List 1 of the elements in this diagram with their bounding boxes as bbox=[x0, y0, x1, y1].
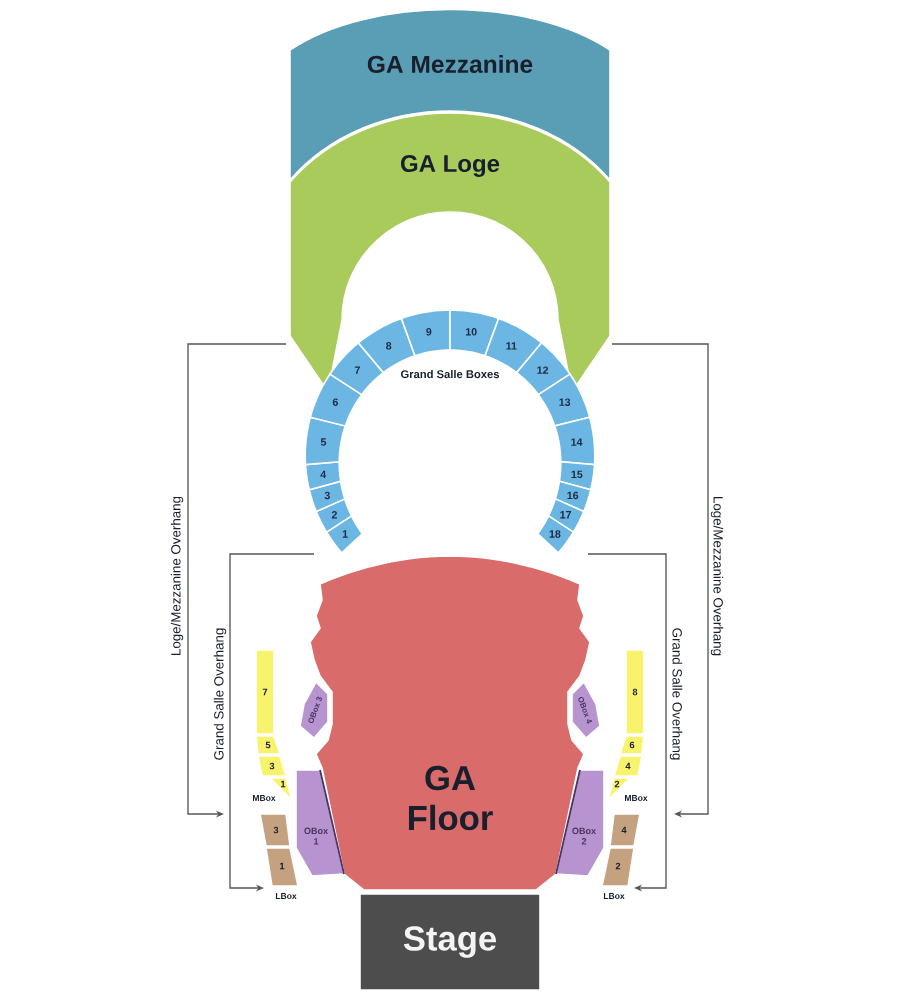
stage-block: Stage bbox=[359, 893, 541, 991]
